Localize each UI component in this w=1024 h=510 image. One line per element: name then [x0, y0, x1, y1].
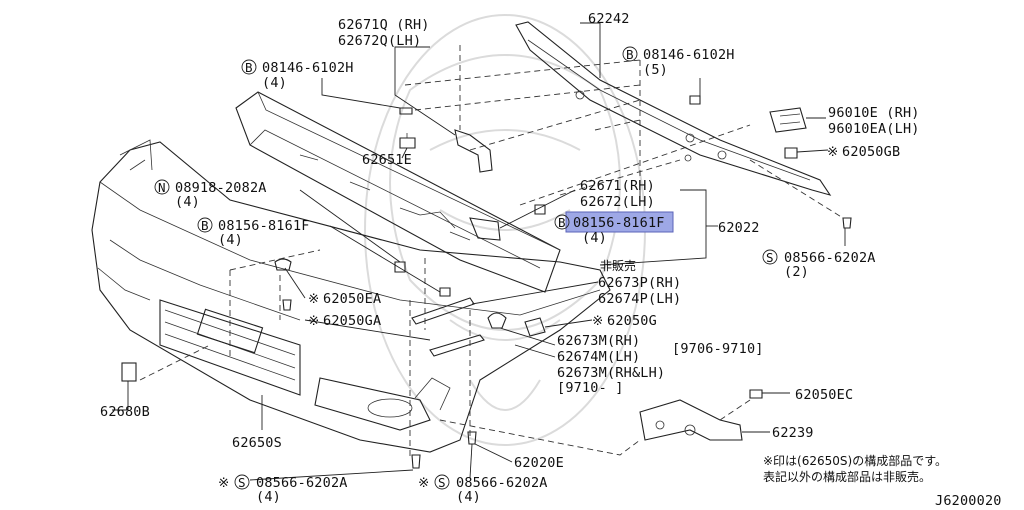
b-marker-letter: B	[245, 60, 253, 75]
label-08156-a-qty: (4)	[218, 232, 243, 248]
label-62050ec[interactable]: 62050EC	[795, 387, 853, 403]
label-96010ea[interactable]: 96010EA(LH)	[828, 121, 920, 137]
n-marker-letter: N	[158, 180, 166, 195]
label-62672[interactable]: 62672(LH)	[580, 194, 655, 210]
label-62050gb[interactable]: 62050GB	[842, 144, 900, 160]
asterisk-mark: ※	[592, 313, 604, 329]
clip-62050g	[487, 312, 546, 337]
asterisk-mark: ※	[418, 475, 430, 491]
label-08566-a[interactable]: 08566-6202A	[784, 250, 876, 266]
b-marker	[554, 214, 570, 230]
callout-labels: 62671Q (RH) 62672Q(LH) 62242 B 08146-610…	[100, 11, 1002, 509]
label-62650s[interactable]: 62650S	[232, 435, 282, 451]
label-08156-a[interactable]: 08156-8161F	[218, 218, 310, 234]
bracket-62673m	[429, 334, 485, 357]
label-62242[interactable]: 62242	[588, 11, 630, 27]
s-marker-letter: S	[438, 475, 446, 490]
label-62050g[interactable]: 62050G	[607, 313, 657, 329]
label-08918-qty: (4)	[175, 194, 200, 210]
bumper-reinforcement	[235, 91, 561, 293]
b-marker	[241, 59, 257, 75]
highlight-box	[565, 211, 674, 233]
label-08156-b-qty: (4)	[582, 230, 607, 246]
asterisk-mark: ※	[218, 475, 230, 491]
label-62673p[interactable]: 62673P(RH)	[598, 275, 681, 291]
bracket-62671	[469, 217, 501, 241]
upper-rail	[515, 21, 832, 196]
label-62673m[interactable]: 62673M(RH)	[557, 333, 640, 349]
s-marker	[434, 474, 450, 490]
asterisk-mark: ※	[827, 144, 839, 160]
label-08146-b[interactable]: 08146-6102H	[643, 47, 735, 63]
label-62050ea[interactable]: 62050EA	[323, 291, 381, 307]
bracket-62680b	[121, 362, 137, 382]
label-62673m-both[interactable]: 62673M(RH&LH)	[557, 365, 665, 381]
b-marker-letter: B	[558, 215, 566, 230]
b-marker-letter: B	[626, 47, 634, 62]
front-bumper-fascia	[91, 139, 611, 453]
label-62674m[interactable]: 62674M(LH)	[557, 349, 640, 365]
b-marker-letter: B	[201, 218, 209, 233]
s-marker	[234, 474, 250, 490]
asterisk-mark: ※	[308, 291, 320, 307]
leader-lines	[112, 22, 846, 481]
label-62239[interactable]: 62239	[772, 425, 814, 441]
n-marker	[154, 179, 170, 195]
s-marker-letter: S	[238, 475, 246, 490]
s-marker-letter: S	[766, 250, 774, 265]
label-62672q[interactable]: 62672Q(LH)	[338, 33, 421, 49]
s-marker	[762, 249, 778, 265]
label-08156-b-highlighted[interactable]: 08156-8161F	[573, 215, 665, 231]
label-96010e[interactable]: 96010E (RH)	[828, 105, 920, 121]
asterisk-mark: ※	[308, 313, 320, 329]
label-08566-a-qty: (2)	[784, 264, 809, 280]
label-62020e[interactable]: 62020E	[514, 455, 564, 471]
label-08146-a-qty: (4)	[262, 75, 287, 91]
label-62674p[interactable]: 62674P(LH)	[598, 291, 681, 307]
label-08146-a[interactable]: 08146-6102H	[262, 60, 354, 76]
bracket-62671q	[454, 129, 493, 173]
harness-96010e	[769, 107, 807, 133]
label-08918[interactable]: 08918-2082A	[175, 180, 267, 196]
label-not-sold: 非販売	[600, 258, 636, 273]
label-08566-c-qty: (4)	[456, 489, 481, 505]
label-08566-b-qty: (4)	[256, 489, 281, 505]
label-62671q[interactable]: 62671Q (RH)	[338, 17, 430, 33]
label-62050ga[interactable]: 62050GA	[323, 313, 381, 329]
label-62651e[interactable]: 62651E	[362, 152, 412, 168]
diagram-id: J6200020	[935, 493, 1002, 509]
label-date-range-2: [9710- ]	[557, 380, 624, 396]
assembly-lines	[139, 45, 844, 460]
label-08566-b[interactable]: 08566-6202A	[256, 475, 348, 491]
b-marker	[197, 217, 213, 233]
fasteners	[274, 95, 852, 469]
label-62022[interactable]: 62022	[718, 220, 760, 236]
label-08146-b-qty: (5)	[643, 62, 668, 78]
label-62671[interactable]: 62671(RH)	[580, 178, 655, 194]
bracket-62239	[639, 399, 743, 441]
label-08566-c[interactable]: 08566-6202A	[456, 475, 548, 491]
note-line-1: ※印は(62650S)の構成部品です。	[763, 453, 947, 468]
note-line-2: 表記以外の構成部品は非販売。	[763, 469, 931, 484]
b-marker	[622, 46, 638, 62]
label-62680b[interactable]: 62680B	[100, 404, 150, 420]
label-date-range-1: [9706-9710]	[672, 341, 764, 357]
clip-62651e	[399, 133, 416, 149]
